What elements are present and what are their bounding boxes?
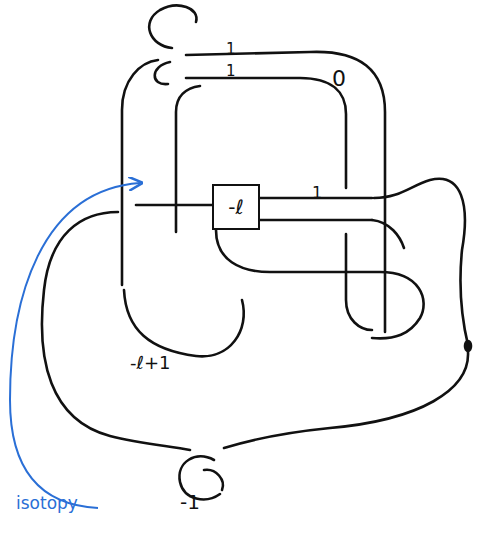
isotopy-note: isotopy <box>16 495 78 512</box>
band-strand <box>260 219 372 222</box>
band-strand <box>42 212 190 450</box>
band-strand <box>346 234 372 330</box>
strand-dot <box>465 341 471 351</box>
twist-box: -ℓ <box>212 184 260 230</box>
band-strand <box>136 204 212 207</box>
meridian-curve <box>155 62 170 84</box>
band-strand <box>372 220 404 248</box>
meridian-curve <box>204 470 223 490</box>
band-strand <box>176 86 200 232</box>
framing-label: 1 <box>226 42 236 57</box>
band-strand <box>374 179 468 345</box>
twist-count: -ℓ <box>228 195 243 219</box>
framing-label: -ℓ+1 <box>130 354 170 372</box>
meridian-curve <box>149 6 196 48</box>
framing-label: 1 <box>226 64 236 79</box>
framing-label: 1 <box>312 185 322 201</box>
band-strand <box>216 230 424 338</box>
band-strand <box>122 60 158 285</box>
framing-label: -1 <box>180 492 200 512</box>
band-strand <box>224 352 468 448</box>
band-strand <box>124 290 244 356</box>
band-strand <box>186 52 385 332</box>
band-strand <box>186 78 346 188</box>
isotopy-arrow <box>10 183 140 508</box>
framing-label: 0 <box>332 68 346 90</box>
